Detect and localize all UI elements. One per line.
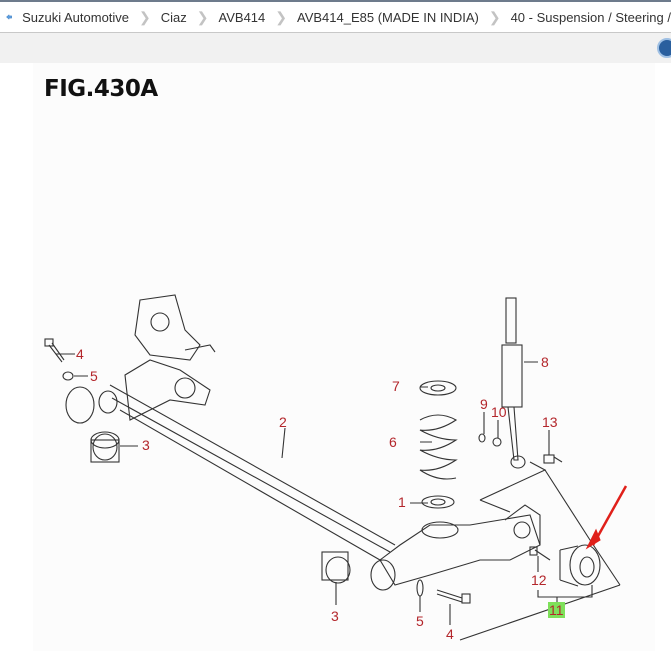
back-arrow-icon[interactable] [6,10,12,24]
callout-5[interactable]: 5 [90,368,98,384]
callout-9[interactable]: 9 [480,396,488,412]
callout-12[interactable]: 12 [531,572,547,588]
callout-3[interactable]: 3 [331,608,339,624]
breadcrumb-item[interactable]: Suzuki Automotive [22,9,130,25]
callout-11-highlighted[interactable]: 11 [548,602,565,618]
callout-8[interactable]: 8 [541,354,549,370]
callout-4[interactable]: 4 [446,626,454,642]
breadcrumb-item[interactable]: AVB414_E85 (MADE IN INDIA) [297,9,479,25]
breadcrumb-item[interactable]: Ciaz [160,9,187,25]
content-area [0,63,671,651]
figure-title: FIG.430A [44,76,158,102]
callout-7[interactable]: 7 [392,378,400,394]
chevron-right-icon: ❯ [275,8,287,25]
callout-4[interactable]: 4 [76,346,84,362]
toolbar [0,33,671,63]
callout-2[interactable]: 2 [279,414,287,430]
chevron-right-icon: ❯ [488,8,501,25]
callout-13[interactable]: 13 [542,414,558,430]
chevron-right-icon: ❯ [196,8,209,25]
callout-10[interactable]: 10 [491,404,507,420]
callout-3[interactable]: 3 [142,437,150,453]
breadcrumb-item[interactable]: AVB414 [218,9,266,25]
window-top-band [0,0,671,2]
breadcrumb: Suzuki Automotive ❯ Ciaz ❯ AVB414 ❯ AVB414_… [0,2,671,33]
parts-diagram [33,63,655,651]
breadcrumb-item[interactable]: 40 - Suspension / Steering / [510,9,671,25]
callout-5[interactable]: 5 [416,613,424,629]
nav-round-button[interactable] [657,38,671,58]
chevron-right-icon: ❯ [139,8,151,25]
callout-6[interactable]: 6 [389,434,397,450]
callout-1[interactable]: 1 [398,494,406,510]
